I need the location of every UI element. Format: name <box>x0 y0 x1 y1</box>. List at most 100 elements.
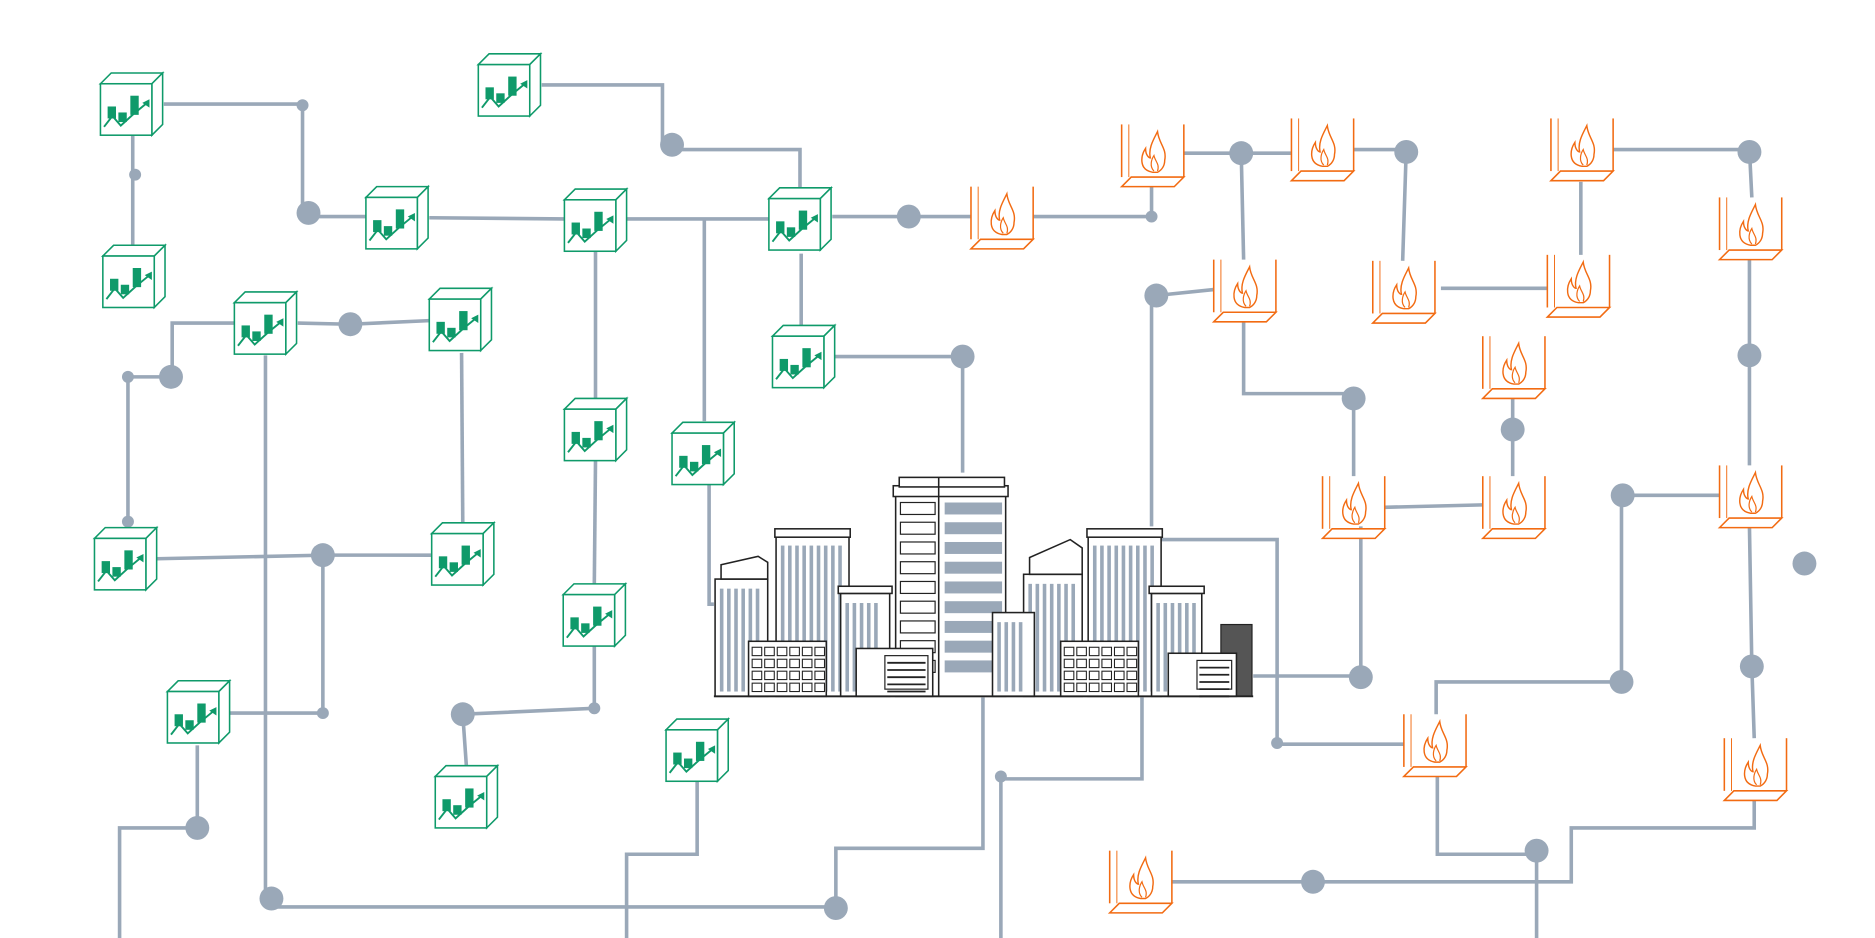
growth-chart-cube-icon[interactable] <box>671 421 736 486</box>
window-column <box>823 545 828 692</box>
window <box>1113 670 1125 681</box>
fire-furnace-icon[interactable] <box>1723 737 1788 802</box>
connection-line <box>117 745 200 938</box>
fire-furnace-icon[interactable] <box>1482 475 1546 540</box>
connection-line <box>297 318 430 327</box>
junction-dot <box>950 344 975 369</box>
junction-dot <box>1609 670 1634 694</box>
window-column <box>1071 583 1076 692</box>
connection-line <box>1384 503 1483 510</box>
window <box>899 600 936 614</box>
fire-furnace-icon[interactable] <box>1718 464 1783 529</box>
window <box>1076 658 1087 669</box>
fire-furnace-icon[interactable] <box>1108 849 1173 914</box>
growth-chart-cube-icon[interactable] <box>93 526 158 591</box>
window <box>899 521 936 535</box>
window <box>789 646 800 657</box>
junction-dot <box>338 312 363 337</box>
window-column <box>727 588 731 692</box>
fire-furnace-icon[interactable] <box>1212 258 1277 323</box>
window-column <box>755 588 760 692</box>
window <box>944 561 1003 574</box>
fire-furnace-icon[interactable] <box>1403 713 1467 778</box>
junction-dot <box>1341 386 1366 411</box>
window <box>944 620 1003 633</box>
connection-line <box>1241 320 1356 477</box>
connection-line <box>1353 147 1409 261</box>
window <box>944 601 1003 614</box>
window <box>1101 646 1113 657</box>
growth-chart-cube-icon[interactable] <box>562 582 627 648</box>
growth-chart-cube-icon[interactable] <box>477 52 542 118</box>
growth-chart-cube-icon[interactable] <box>665 718 730 783</box>
window <box>1088 670 1100 681</box>
window <box>944 660 1003 673</box>
window-column <box>1163 603 1168 692</box>
window-column <box>1107 545 1111 692</box>
window-column <box>788 545 792 692</box>
window-column <box>1156 603 1160 692</box>
connection-line <box>1747 526 1757 739</box>
window <box>776 670 788 681</box>
connection-line <box>592 460 598 584</box>
window <box>776 682 788 693</box>
window-column <box>1100 545 1104 692</box>
window <box>814 682 826 693</box>
junction-dot <box>994 770 1007 783</box>
connection-line <box>229 555 325 715</box>
growth-chart-cube-icon[interactable] <box>430 521 495 587</box>
fire-furnace-icon[interactable] <box>1321 475 1386 540</box>
growth-chart-cube-icon[interactable] <box>166 679 231 744</box>
window-column <box>866 603 871 692</box>
window-column <box>1121 545 1126 692</box>
growth-chart-cube-icon[interactable] <box>101 244 166 309</box>
connection-line <box>429 215 565 221</box>
fire-furnace-icon[interactable] <box>1482 335 1546 400</box>
growth-chart-cube-icon[interactable] <box>233 290 298 356</box>
fire-furnace-icon[interactable] <box>1546 254 1611 318</box>
fire-furnace-icon[interactable] <box>1550 117 1614 182</box>
window-column <box>859 603 864 692</box>
window <box>1063 682 1075 693</box>
growth-chart-cube-icon[interactable] <box>767 186 833 252</box>
fire-furnace-icon[interactable] <box>1718 196 1783 261</box>
window <box>944 640 1003 653</box>
window <box>944 502 1003 515</box>
window <box>1063 658 1075 669</box>
window <box>1126 670 1138 681</box>
junction-dot <box>1348 665 1373 690</box>
connection-line <box>1435 775 1539 938</box>
growth-chart-cube-icon[interactable] <box>563 188 628 253</box>
window-column <box>1170 603 1175 692</box>
window-column <box>1114 545 1119 692</box>
fire-furnace-icon[interactable] <box>1120 123 1185 188</box>
window <box>814 658 826 669</box>
window <box>1063 670 1075 681</box>
window <box>764 682 775 693</box>
connection-line <box>541 83 665 145</box>
window <box>751 646 763 657</box>
window-column <box>795 545 799 692</box>
fire-furnace-icon[interactable] <box>970 185 1034 250</box>
growth-chart-cube-icon[interactable] <box>99 72 164 137</box>
growth-chart-cube-icon[interactable] <box>428 287 493 352</box>
connection-line <box>156 553 432 561</box>
window <box>776 646 788 657</box>
fire-furnace-icon[interactable] <box>1290 117 1355 182</box>
growth-chart-cube-icon[interactable] <box>563 397 628 462</box>
window <box>751 682 763 693</box>
window <box>944 581 1003 594</box>
roof <box>1148 585 1205 595</box>
window <box>1101 670 1113 681</box>
window <box>1063 646 1075 657</box>
window <box>899 541 936 555</box>
connection-line <box>672 147 802 188</box>
connection-line <box>1613 147 1754 198</box>
growth-chart-cube-icon[interactable] <box>434 764 499 829</box>
window <box>776 658 788 669</box>
growth-chart-cube-icon[interactable] <box>364 185 430 250</box>
window-column <box>1177 603 1182 692</box>
fire-furnace-icon[interactable] <box>1371 260 1436 324</box>
window-column <box>1092 545 1097 692</box>
growth-chart-cube-icon[interactable] <box>771 324 836 389</box>
